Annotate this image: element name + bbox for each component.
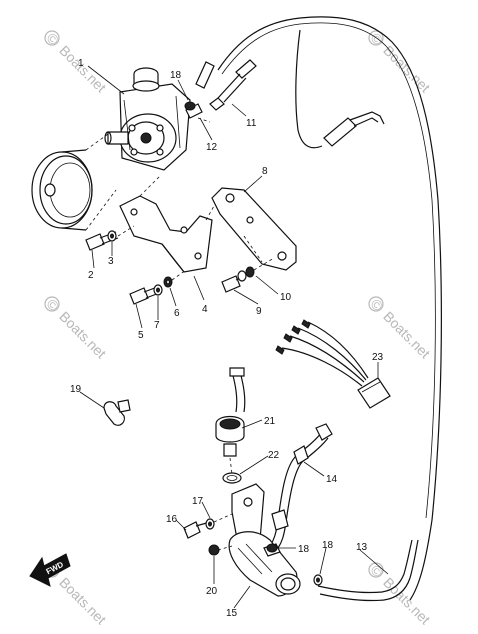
long-hose-inner	[221, 22, 436, 519]
part-label-17: 17	[192, 496, 204, 507]
part-label-20: 20	[206, 586, 218, 597]
part-label-5: 5	[138, 330, 144, 341]
part-label-7: 7	[154, 320, 160, 331]
watermark-copyright-circle	[368, 296, 384, 312]
hose-clamp	[103, 399, 131, 426]
part-label-13: 13	[356, 542, 368, 553]
part-label-18: 18	[170, 70, 182, 81]
power-steering-pump	[104, 67, 211, 171]
watermark-text: Boats.net	[56, 308, 109, 361]
washer-10	[237, 266, 255, 282]
hose-fitting-right	[323, 111, 385, 147]
valve-assembly	[228, 483, 301, 597]
hose-fitting-upper	[209, 59, 257, 111]
part-label-3: 3	[108, 256, 114, 267]
watermark-text: Boats.net	[380, 308, 433, 361]
pressure-hose	[269, 423, 333, 549]
watermark-symbol: ©	[368, 296, 387, 315]
part-label-19: 19	[70, 384, 82, 395]
part-label-1: 1	[78, 58, 84, 69]
watermark-text: Boats.net	[380, 42, 433, 95]
clip-18-mid	[266, 543, 278, 553]
return-hose	[317, 539, 419, 602]
part-label-8: 8	[262, 166, 268, 177]
watermark-copyright-circle	[44, 296, 60, 312]
watermark-symbol: ©	[44, 30, 63, 49]
pulley	[31, 149, 93, 231]
watermark-text: Boats.net	[380, 574, 433, 627]
hose-segment-small	[195, 61, 215, 89]
part-label-18-mid: 18	[298, 544, 310, 555]
o-ring	[222, 472, 242, 484]
lock-washer-6	[163, 276, 173, 288]
support-brace	[211, 187, 297, 271]
washer-3	[107, 230, 117, 242]
part-labels: 1 18 12 11 8 2 3 4 5 7 6 9 10 23 19 21 2…	[70, 58, 384, 619]
part-label-10: 10	[280, 292, 292, 303]
wire-harness	[275, 319, 391, 409]
pulley-to-pump-dashes	[85, 133, 109, 151]
washer-17	[205, 518, 215, 530]
clip-18-top	[184, 101, 196, 111]
part-label-23: 23	[372, 352, 384, 363]
fwd-arrow-icon: FWD	[29, 553, 71, 587]
part-label-16: 16	[166, 514, 178, 525]
mounting-bracket	[119, 175, 215, 273]
watermark-copyright-circle	[368, 562, 384, 578]
clip-18-right	[313, 574, 323, 586]
leader-lines	[79, 65, 389, 609]
pressure-sender	[215, 367, 246, 475]
part-label-6: 6	[174, 308, 180, 319]
nut-20	[208, 544, 233, 556]
part-label-15: 15	[226, 608, 238, 619]
part-label-9: 9	[256, 306, 262, 317]
watermark-symbol: ©	[44, 296, 63, 315]
watermark-symbol: ©	[368, 30, 387, 49]
part-label-11: 11	[246, 118, 257, 129]
part-label-4: 4	[202, 304, 208, 315]
part-label-14: 14	[326, 474, 338, 485]
washer-7	[153, 284, 163, 296]
part-label-12: 12	[206, 142, 218, 153]
part-label-21: 21	[264, 416, 276, 427]
part-label-2: 2	[88, 270, 94, 281]
part-label-18-right: 18	[322, 540, 334, 551]
long-hose-outline	[217, 16, 442, 601]
part-label-22: 22	[268, 450, 280, 461]
watermark-copyright-circle	[44, 30, 60, 46]
hose-branch	[295, 29, 323, 149]
watermark-text: Boats.net	[56, 574, 109, 627]
